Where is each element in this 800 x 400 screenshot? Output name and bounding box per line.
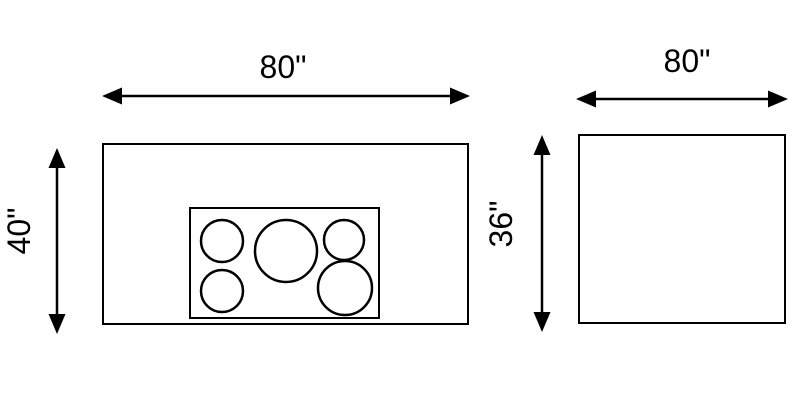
right-figure: 80" 36": [483, 43, 788, 332]
burner-small-top-left: [199, 218, 245, 264]
burner-medium-bottom-right: [316, 259, 374, 317]
left-height-dimension-arrow: [48, 148, 66, 334]
left-width-arrowhead-left-icon: [102, 87, 122, 105]
left-height-arrowhead-top-icon: [48, 148, 66, 168]
right-height-label: 36": [483, 201, 519, 248]
right-width-arrowhead-left-icon: [576, 90, 596, 108]
left-height-arrowhead-bottom-icon: [48, 314, 66, 334]
left-width-arrowhead-right-icon: [450, 87, 470, 105]
burner-small-bottom-left: [199, 268, 245, 314]
burner-small-top-right: [322, 218, 366, 262]
cooktop-outline: [189, 207, 380, 319]
left-figure: 80" 40": [1, 49, 470, 334]
left-width-label: 80": [260, 49, 307, 85]
right-width-label: 80": [664, 43, 711, 79]
left-table-outline: [102, 143, 469, 325]
burner-large-center: [253, 218, 319, 284]
right-table-outline: [578, 134, 786, 324]
left-width-dimension-arrow: [102, 87, 470, 105]
right-width-dimension-arrow: [576, 90, 788, 108]
right-height-arrowhead-top-icon: [533, 135, 551, 155]
right-height-arrowhead-bottom-icon: [533, 312, 551, 332]
right-width-arrowhead-right-icon: [768, 90, 788, 108]
left-height-label: 40": [1, 208, 37, 255]
right-height-dimension-arrow: [533, 135, 551, 332]
